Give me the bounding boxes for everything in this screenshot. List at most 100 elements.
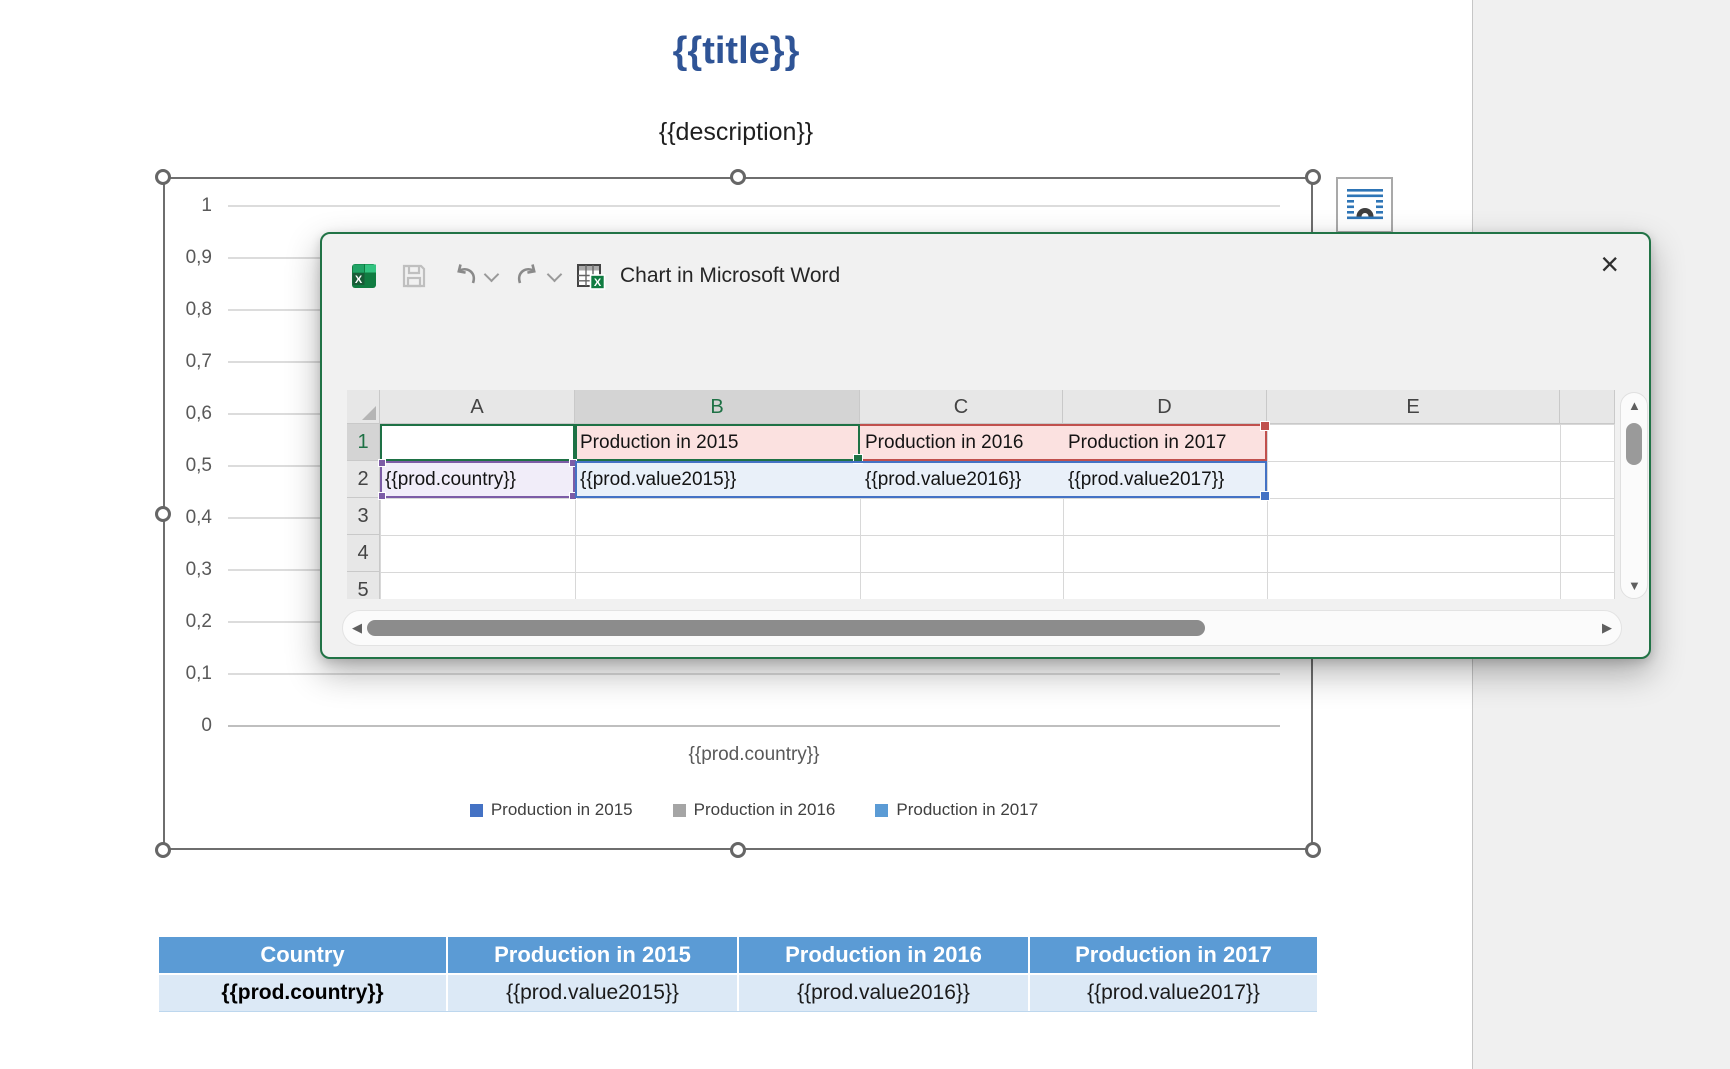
cell-a2[interactable]: {{prod.country}} xyxy=(380,461,575,498)
selection-handle-top-middle[interactable] xyxy=(730,169,746,185)
scroll-down-icon[interactable]: ▼ xyxy=(1628,578,1641,593)
cell-a1[interactable] xyxy=(380,424,575,461)
legend-swatch-2017 xyxy=(875,803,889,817)
redo-dropdown-chevron-icon[interactable] xyxy=(546,266,563,282)
redo-icon xyxy=(517,264,536,284)
scroll-left-icon[interactable]: ◀ xyxy=(352,620,362,635)
table-header-2015[interactable]: Production in 2015 xyxy=(446,937,737,973)
horizontal-scrollbar[interactable]: ◀ ▶ xyxy=(342,610,1622,646)
chart-gridline xyxy=(228,673,1280,675)
cell-d2[interactable]: {{prod.value2017}} xyxy=(1063,461,1267,498)
legend-item[interactable]: Production in 2015 xyxy=(469,800,633,820)
edit-data-in-excel-button[interactable]: X xyxy=(576,261,606,291)
select-all-triangle-icon xyxy=(362,406,376,420)
grid-line xyxy=(347,535,1615,536)
y-axis-tick: 0,4 xyxy=(185,507,212,528)
category-range-handle[interactable] xyxy=(378,492,386,500)
legend-swatch-2015 xyxy=(469,803,483,817)
row-header-4[interactable]: 4 xyxy=(347,535,380,572)
svg-text:X: X xyxy=(594,277,602,289)
vertical-scrollbar[interactable]: ▲ ▼ xyxy=(1620,392,1648,599)
y-axis-tick: 1 xyxy=(201,195,212,216)
column-header-b[interactable]: B xyxy=(575,390,860,424)
document-title-placeholder[interactable]: {{title}} xyxy=(672,30,800,72)
chart-legend[interactable]: Production in 2015 Production in 2016 Pr… xyxy=(228,800,1280,820)
selection-handle-bottom-left[interactable] xyxy=(155,842,171,858)
row-header-3[interactable]: 3 xyxy=(347,498,380,535)
close-icon[interactable]: × xyxy=(1600,246,1619,282)
scroll-up-icon[interactable]: ▲ xyxy=(1628,398,1641,413)
column-header-c[interactable]: C xyxy=(860,390,1063,424)
undo-icon xyxy=(457,264,476,284)
save-button[interactable] xyxy=(400,262,428,290)
legend-item[interactable]: Production in 2016 xyxy=(672,800,836,820)
dialog-title: Chart in Microsoft Word xyxy=(620,264,841,287)
legend-item[interactable]: Production in 2017 xyxy=(875,800,1038,820)
legend-label: Production in 2017 xyxy=(896,800,1039,819)
table-cell-2015[interactable]: {{prod.value2015}} xyxy=(446,973,737,1011)
y-axis-tick: 0,9 xyxy=(185,247,212,268)
select-all-corner[interactable] xyxy=(347,390,380,424)
table-cell-2017[interactable]: {{prod.value2017}} xyxy=(1028,973,1317,1011)
category-range-handle[interactable] xyxy=(378,459,386,467)
selection-handle-middle-left[interactable] xyxy=(155,506,171,522)
selection-handle-bottom-middle[interactable] xyxy=(730,842,746,858)
document-description-placeholder[interactable]: {{description}} xyxy=(658,118,814,146)
grid-line xyxy=(1560,390,1561,599)
excel-logo-icon: X xyxy=(350,262,378,290)
values-range-handle[interactable] xyxy=(1260,491,1270,501)
cell-b2[interactable]: {{prod.value2015}} xyxy=(575,461,860,498)
legend-swatch-2016 xyxy=(672,803,686,817)
undo-dropdown-chevron-icon[interactable] xyxy=(483,266,500,282)
y-axis-tick: 0,2 xyxy=(185,611,212,632)
scroll-right-icon[interactable]: ▶ xyxy=(1602,620,1612,635)
table-header-country[interactable]: Country xyxy=(159,937,446,973)
edit-data-table-icon: X xyxy=(577,264,606,290)
layout-options-button[interactable] xyxy=(1336,177,1393,233)
column-header-partial[interactable] xyxy=(1560,390,1615,424)
row-header-2[interactable]: 2 xyxy=(347,461,380,498)
legend-label: Production in 2015 xyxy=(490,800,633,819)
active-cell-b1-outline xyxy=(575,424,863,464)
cell-a1-selection-outline xyxy=(380,424,575,461)
row-header-5[interactable]: 5 xyxy=(347,572,380,599)
y-axis-tick: 0,5 xyxy=(185,455,212,476)
y-axis-tick: 0,6 xyxy=(185,403,212,424)
y-axis-tick: 0,7 xyxy=(185,351,212,372)
document-data-table: Country Production in 2015 Production in… xyxy=(159,937,1317,1012)
series-range-handle[interactable] xyxy=(1260,421,1270,431)
table-cell-2016[interactable]: {{prod.value2016}} xyxy=(737,973,1028,1011)
layout-options-icon xyxy=(1346,189,1383,220)
row-header-1[interactable]: 1 xyxy=(347,424,380,461)
legend-label: Production in 2016 xyxy=(693,800,836,819)
cell-b1[interactable]: Production in 2015 xyxy=(575,424,860,461)
chart-data-dialog: X xyxy=(320,232,1651,659)
y-axis-tick: 0,8 xyxy=(185,299,212,320)
table-cell-country[interactable]: {{prod.country}} xyxy=(159,973,446,1011)
column-header-a[interactable]: A xyxy=(380,390,575,424)
table-header-2016[interactable]: Production in 2016 xyxy=(737,937,1028,973)
chart-x-axis-line xyxy=(228,725,1280,727)
x-axis-label[interactable]: {{prod.country}} xyxy=(688,744,820,765)
y-axis-tick: 0,1 xyxy=(185,663,212,684)
cell-c1[interactable]: Production in 2016 xyxy=(860,424,1063,461)
cell-c2[interactable]: {{prod.value2016}} xyxy=(860,461,1063,498)
horizontal-scroll-thumb[interactable] xyxy=(367,620,1205,636)
category-range-outline xyxy=(378,459,577,500)
selection-handle-bottom-right[interactable] xyxy=(1305,842,1321,858)
cell-d1[interactable]: Production in 2017 xyxy=(1063,424,1267,461)
active-cell-fill-handle[interactable] xyxy=(853,454,863,464)
selection-handle-top-right[interactable] xyxy=(1305,169,1321,185)
undo-button[interactable] xyxy=(450,262,480,290)
grid-line xyxy=(1614,390,1615,599)
column-header-e[interactable]: E xyxy=(1267,390,1560,424)
vertical-scroll-thumb[interactable] xyxy=(1626,423,1642,465)
table-header-2017[interactable]: Production in 2017 xyxy=(1028,937,1317,973)
y-axis-tick: 0,3 xyxy=(185,559,212,580)
grid-line xyxy=(347,572,1615,573)
redo-button[interactable] xyxy=(513,262,543,290)
selection-handle-top-left[interactable] xyxy=(155,169,171,185)
svg-text:X: X xyxy=(355,274,363,286)
column-header-d[interactable]: D xyxy=(1063,390,1267,424)
